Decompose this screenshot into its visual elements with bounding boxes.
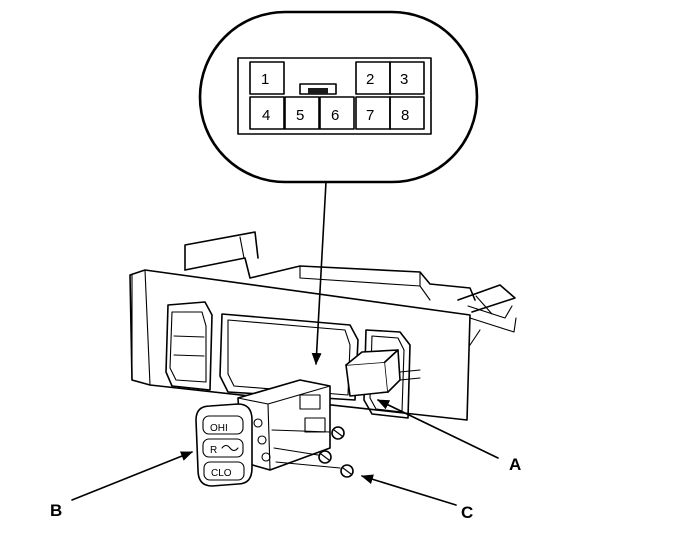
seat-heater-icon [221, 444, 239, 452]
callout-b-arrow [71, 451, 193, 501]
callout-label-b: B [50, 501, 62, 520]
switch-label-top: OHI [210, 423, 228, 434]
switch-label-bottom: CLO [211, 468, 232, 479]
callout-label-a: A [509, 455, 521, 474]
screws-c [271, 426, 354, 478]
connector-detail-bubble: 1 2 3 4 5 6 7 8 [198, 10, 479, 184]
pin-cell-5 [284, 96, 320, 130]
callout-label-c: C [461, 503, 473, 522]
pin-label-6: 6 [331, 107, 339, 124]
switch-button-top [202, 415, 244, 435]
pin-label-8: 8 [401, 107, 409, 124]
connector-locator-arrow [311, 181, 327, 365]
switch-button-bottom [203, 461, 245, 481]
pin-cell-1 [249, 61, 285, 95]
switch-label-middle: R [210, 445, 217, 456]
switch-button-middle [202, 438, 244, 458]
screw [273, 447, 332, 464]
screw [271, 426, 345, 440]
pin-label-3: 3 [400, 71, 408, 88]
callout-c-arrow [361, 474, 457, 506]
connector-face: 1 2 3 4 5 6 7 8 [237, 57, 432, 135]
locking-tab-slot [308, 88, 328, 94]
pin-label-7: 7 [366, 107, 374, 124]
pin-cell-3 [389, 61, 425, 95]
pin-label-4: 4 [262, 107, 270, 124]
pin-label-1: 1 [261, 71, 269, 88]
pin-cell-8 [389, 96, 425, 130]
pin-label-5: 5 [296, 107, 304, 124]
leader-arrows [71, 181, 499, 506]
switch-assembly-b: OHI R CLO [195, 379, 331, 487]
callout-a-arrow [377, 399, 499, 459]
pin-cell-6 [319, 96, 355, 130]
connector-a [345, 349, 421, 397]
pin-cell-4 [249, 96, 285, 130]
pin-label-2: 2 [366, 71, 374, 88]
screw [275, 461, 354, 478]
